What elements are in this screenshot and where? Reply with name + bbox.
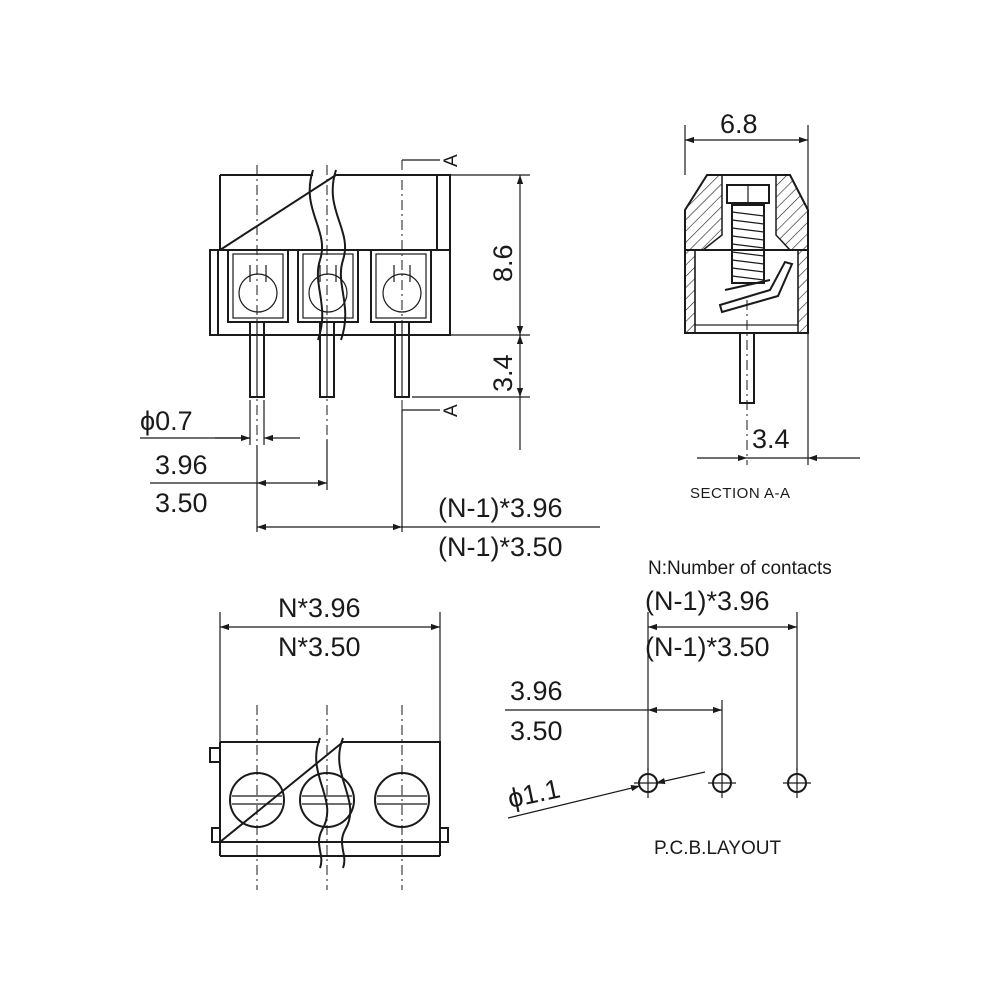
pcb-hole-label: ϕ1.1 (505, 774, 563, 814)
front-pin-length-label: 3.4 (488, 354, 518, 392)
front-view: A A 8.6 3.4 ϕ0.7 3.96 3.50 (N-1)*3.96 (N… (140, 154, 600, 562)
pcb-span-b-label: (N-1)*3.50 (645, 632, 770, 662)
pcb-pitch-b-label: 3.50 (510, 716, 563, 746)
front-pins (249, 321, 410, 398)
section-view: 6.8 3.4 SECTION A-A (684, 109, 860, 502)
section-mark-top: A (441, 154, 462, 167)
top-width-a-label: N*3.96 (278, 593, 361, 623)
top-screws (229, 772, 430, 828)
front-cavities (227, 249, 432, 323)
pcb-holes (634, 768, 811, 798)
front-pitch-b-label: 3.50 (155, 488, 208, 518)
section-mark-bottom: A (441, 404, 462, 417)
top-view: N*3.96 N*3.50 (209, 593, 449, 890)
front-height-label: 8.6 (488, 244, 518, 282)
contacts-note: N:Number of contacts (648, 558, 832, 579)
pcb-title: P.C.B.LAYOUT (654, 838, 781, 859)
front-span-a-label: (N-1)*3.96 (438, 493, 563, 523)
pcb-pitch-a-label: 3.96 (510, 676, 563, 706)
top-width-b-label: N*3.50 (278, 632, 361, 662)
front-pin-dia-label: ϕ0.7 (140, 406, 193, 436)
pcb-layout: N:Number of contacts (N-1)*3.96 (N-1)*3.… (505, 558, 832, 859)
front-pitch-a-label: 3.96 (155, 450, 208, 480)
pcb-span-a-label: (N-1)*3.96 (645, 586, 770, 616)
side-width-label: 6.8 (720, 109, 758, 139)
screw-thread (731, 204, 765, 284)
section-title: SECTION A-A (690, 485, 791, 502)
front-span-b-label: (N-1)*3.50 (438, 532, 563, 562)
side-pin-label: 3.4 (752, 424, 790, 454)
